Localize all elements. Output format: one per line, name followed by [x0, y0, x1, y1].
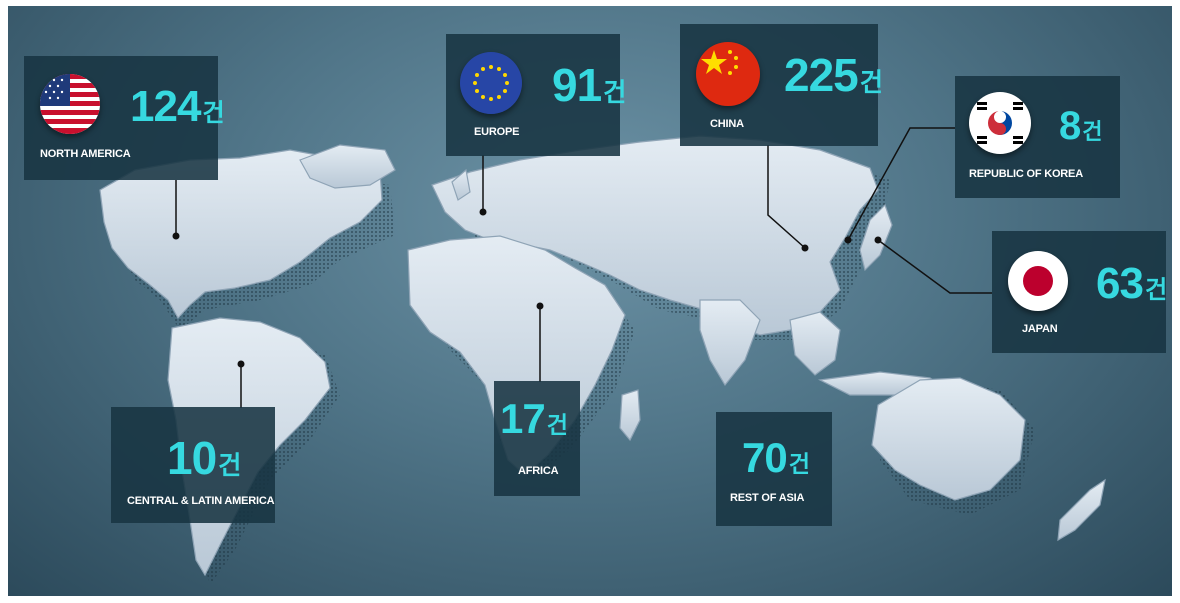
africa-dot — [536, 302, 544, 310]
australia-landmass — [871, 377, 1026, 501]
rest-of-asia-panel: 70건 REST OF ASIA — [716, 412, 832, 526]
korea-count: 8건 — [1059, 104, 1103, 148]
greenland-landmass — [299, 144, 396, 189]
north-america-dot — [172, 232, 180, 240]
korea-flag-icon — [969, 92, 1031, 154]
latin-america-count: 10건 — [167, 432, 242, 484]
location-dots — [172, 208, 882, 368]
china-label: CHINA — [710, 118, 744, 130]
africa-label: AFRICA — [518, 465, 559, 477]
africa-panel: 17건 AFRICA — [494, 381, 580, 496]
eu-flag-icon — [460, 52, 522, 114]
southeast-asia-landmass — [789, 311, 841, 376]
china-panel: 225건 CHINA — [680, 24, 883, 146]
rest-of-asia-count: 70건 — [742, 434, 810, 481]
north-america-count: 124건 — [130, 82, 225, 131]
uk-landmass — [451, 168, 471, 201]
europe-panel: 91건 EUROPE — [446, 34, 626, 156]
north-america-panel: 124건 NORTH AMERICA — [24, 56, 225, 180]
korea-dot — [844, 236, 852, 244]
north-america-landmass — [99, 149, 383, 320]
madagascar-landmass — [619, 389, 641, 442]
korea-label: REPUBLIC OF KOREA — [969, 168, 1083, 180]
europe-count: 91건 — [552, 59, 627, 111]
rest-of-asia-label: REST OF ASIA — [730, 492, 805, 504]
latin-america-dot — [237, 360, 245, 368]
connector-lines — [175, 127, 992, 408]
japan-dot — [874, 236, 882, 244]
korea-panel: 8건 REPUBLIC OF KOREA — [955, 76, 1120, 198]
japan-count: 63건 — [1096, 259, 1168, 308]
north-america-label: NORTH AMERICA — [40, 148, 131, 160]
africa-count: 17건 — [500, 395, 568, 442]
japan-panel: 63건 JAPAN — [992, 231, 1168, 353]
continents — [99, 135, 1106, 577]
usa-flag-icon — [40, 74, 100, 134]
india-landmass — [699, 299, 761, 387]
europe-label: EUROPE — [474, 126, 520, 138]
latin-america-label: CENTRAL & LATIN AMERICA — [127, 495, 275, 507]
new-zealand-landmass — [1057, 478, 1106, 542]
japan-flag-icon — [1008, 251, 1068, 311]
china-count: 225건 — [784, 49, 884, 101]
china-flag-icon — [696, 42, 760, 106]
europe-dot — [479, 208, 487, 216]
latin-america-panel: 10건 CENTRAL & LATIN AMERICA — [111, 407, 275, 523]
japan-label: JAPAN — [1022, 323, 1058, 335]
china-dot — [801, 244, 809, 252]
